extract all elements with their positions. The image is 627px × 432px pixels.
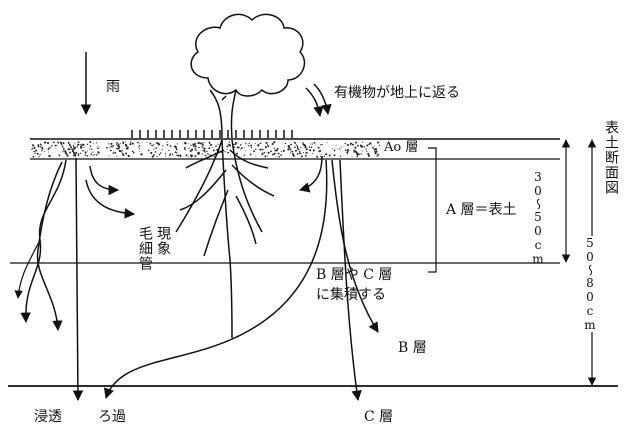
topsoil-section-label: 表土断面図 xyxy=(603,120,619,195)
c-layer-label: C 層 xyxy=(364,409,394,425)
bc-accumulate-label-2: に集積する xyxy=(316,287,386,303)
capillary-arrow-1 xyxy=(89,165,120,196)
infiltration-arrow xyxy=(72,157,84,402)
organic-matter-label: 有機物が地上に返る xyxy=(334,85,460,101)
organic-return-arrow xyxy=(305,87,324,118)
runoff-branch-arrow xyxy=(14,239,41,299)
b-layer-arrow xyxy=(331,159,379,333)
b-layer-label: B 層 xyxy=(398,340,427,356)
filtration-label: ろ過 xyxy=(98,409,126,425)
depth-label-50-80: 50〜80cm xyxy=(583,236,597,332)
bc-accumulate-label-1: B 層や C 層 xyxy=(316,267,393,283)
tree-trunk xyxy=(209,89,237,139)
tree-crown xyxy=(190,13,306,97)
capillary-label-2: 現象 xyxy=(155,226,171,256)
runoff-wavy-arrow-2 xyxy=(36,161,63,332)
ao-layer-texture xyxy=(31,141,381,158)
upward-arrow xyxy=(298,155,323,193)
ao-layer-label: Ao 層 xyxy=(384,140,419,155)
rain-label: 雨 xyxy=(106,79,120,95)
c-layer-arrow xyxy=(339,159,362,402)
infiltration-label: 浸透 xyxy=(34,409,62,425)
capillary-label-1: 毛細管 xyxy=(137,226,153,271)
tree-roots xyxy=(175,139,275,339)
runoff-wavy-arrow-1 xyxy=(20,159,67,324)
a-layer-label: A 層＝表土 xyxy=(446,202,517,218)
filtration-arrow xyxy=(103,159,328,399)
capillary-arrow-2 xyxy=(85,179,136,219)
organic-return-arrow-2 xyxy=(313,83,332,116)
grass-marks xyxy=(131,130,293,138)
a-layer-bracket xyxy=(428,147,437,273)
depth-label-30-50: 30〜50cm xyxy=(531,170,545,266)
